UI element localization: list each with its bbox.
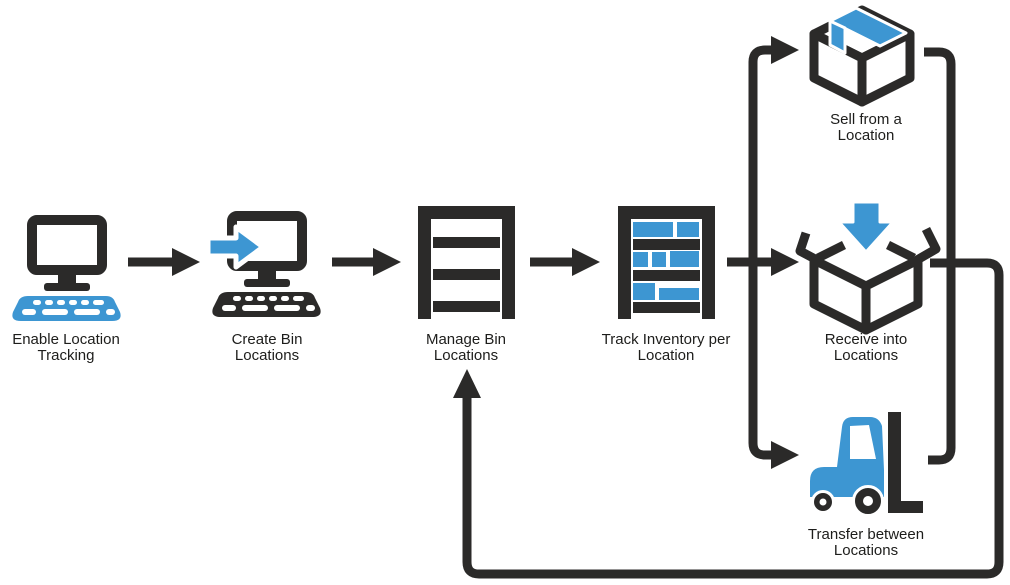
label-receive-into-locations: Receive into Locations [824, 331, 908, 364]
label-track-inventory-per-location: Track Inventory per Location [601, 331, 731, 364]
box-right-face [861, 255, 923, 335]
label-transfer-between-locations: Transfer between Locations [807, 526, 925, 559]
shelf-bar [633, 302, 700, 313]
monitor-screen [27, 215, 107, 275]
shelf-top-bar [418, 206, 515, 219]
keyboard-dark [212, 292, 321, 317]
shelf-bar [633, 239, 700, 250]
forklift-icon [810, 412, 923, 517]
box-left-face [809, 255, 871, 335]
shelf-right-post [502, 206, 515, 319]
forklift-wheels [811, 485, 884, 517]
keyboard-keys [222, 296, 315, 311]
keyboard-keys [22, 300, 115, 315]
forklift-mast [888, 412, 923, 513]
forklift-window [850, 425, 876, 459]
open-box-receive-icon [795, 200, 941, 335]
shelf-left-post [418, 206, 431, 319]
arrowhead-manage-to-track [572, 248, 600, 276]
box-right-face [857, 29, 915, 107]
arrowhead-enable-to-create [172, 248, 200, 276]
box-tape-blue [828, 6, 908, 55]
label-sell-from-a-location: Sell from a Location [830, 111, 902, 144]
arrow-into-screen-icon [205, 224, 266, 270]
computer-arrow-icon [205, 211, 321, 317]
box-back-rims [815, 240, 917, 263]
arrowheads [172, 36, 799, 469]
monitor-stand [258, 269, 276, 281]
branch-spine-line [748, 45, 771, 460]
arrowhead-branch-to-sell [771, 36, 799, 64]
computer-keyboard-icon [12, 215, 121, 321]
shelf-left-post [618, 206, 631, 319]
label-create-bin-locations: Create Bin Locations [231, 331, 303, 364]
monitor-stand [58, 273, 76, 285]
shelf-bar [433, 237, 500, 248]
shelf-top-bar [618, 206, 715, 219]
monitor-base [44, 283, 90, 291]
receive-return-loop-line [462, 258, 1004, 579]
arrowhead-track-to-receive [771, 248, 799, 276]
label-manage-bin-locations: Manage Bin Locations [425, 331, 507, 364]
monitor-base [244, 279, 290, 287]
inventory-boxes [633, 222, 699, 300]
stocked-shelf-icon [618, 206, 715, 319]
label-enable-location-tracking: Enable Location Tracking [12, 331, 120, 364]
shelf-bar [433, 301, 500, 312]
shelf-bar [433, 269, 500, 280]
connector-lines [128, 45, 1004, 579]
shelf-icon [418, 206, 515, 319]
keyboard-blue [12, 296, 121, 321]
sealed-box-icon [809, 5, 915, 107]
receive-arrow-down-icon [837, 200, 895, 254]
arrowhead-create-to-manage [373, 248, 401, 276]
arrowhead-return-to-manage [453, 369, 481, 398]
sell-return-line [924, 47, 956, 465]
shelf-bar [633, 270, 700, 281]
shelf-right-post [702, 206, 715, 319]
arrowhead-branch-to-transfer [771, 441, 799, 469]
